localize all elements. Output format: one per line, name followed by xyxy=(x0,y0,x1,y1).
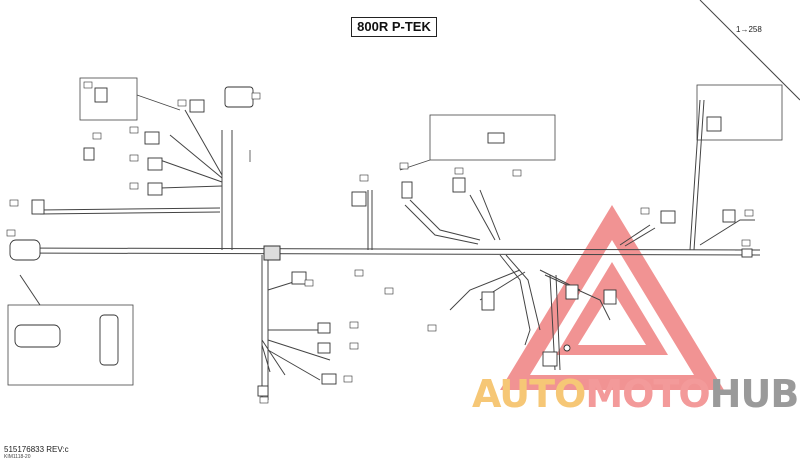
wire-harness xyxy=(9,0,800,400)
watermark-hub: HUB xyxy=(709,372,800,416)
watermark-logo: AUTOMOTOHUB xyxy=(472,372,800,416)
watermark-moto: MOTO xyxy=(585,372,710,416)
illustration-code: KIM1118-20 xyxy=(4,454,31,460)
diagram-title: 800R P-TEK xyxy=(351,17,437,37)
page-reference: 1→258 xyxy=(736,25,762,34)
callout-tags xyxy=(6,81,754,404)
watermark-auto: AUTO xyxy=(472,372,586,416)
detail-boxes xyxy=(7,77,783,386)
part-number: 515176833 REV:c xyxy=(4,445,69,454)
connectors xyxy=(9,86,753,397)
